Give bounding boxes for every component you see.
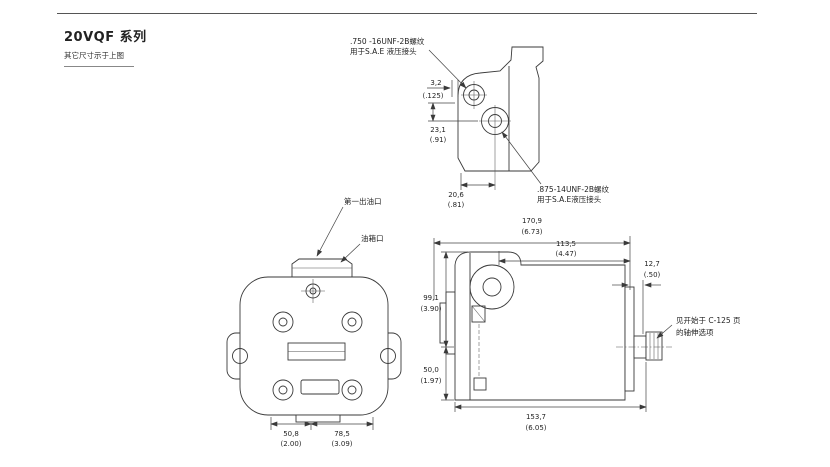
dim-flange-offset-in: (.50) xyxy=(644,271,661,279)
dim-height-bottom-mm: 50,0 xyxy=(423,366,439,374)
page-title: 20VQF 系列 xyxy=(64,30,147,45)
dim-body-length-mm: 113,5 xyxy=(556,240,576,248)
cover-bolt-hole-inner xyxy=(347,385,357,395)
page-subtitle: 其它尺寸示于上图 xyxy=(64,50,134,67)
pump-front-view: 第一出油口 油箱口 50,8 (2.00) 78,5 (3.09) xyxy=(226,196,402,448)
first-outlet-label: 第一出油口 xyxy=(344,196,382,206)
dim-height-bottom: 50,0 (1.97) xyxy=(420,346,454,401)
dim-front-right-mm: 78,5 xyxy=(334,430,350,438)
dim-port-offset-in: (.125) xyxy=(422,92,443,100)
dim-flange-offset: 12,7 (.50) xyxy=(612,260,661,334)
shaft-note-line1: 见开始于 C-125 页 xyxy=(676,315,741,325)
ear-bolt-hole-left xyxy=(232,348,248,364)
label-first-outlet: 第一出油口 xyxy=(316,196,382,257)
dim-base-length-mm: 153,7 xyxy=(526,413,546,421)
dim-front-left-in: (2.00) xyxy=(280,440,301,448)
rear-port-face xyxy=(445,291,456,355)
cover-bolt-hole-inner xyxy=(278,317,288,327)
dim-flange-offset-mm: 12,7 xyxy=(644,260,660,268)
dim-overall-length-in: (6.73) xyxy=(521,228,542,236)
dim-port-spacing-mm: 23,1 xyxy=(430,126,446,134)
dim-front-left-mm: 50,8 xyxy=(283,430,299,438)
cover-bolt-hole-inner xyxy=(278,385,288,395)
dim-port-depth-in: (.81) xyxy=(448,201,465,209)
side-body-outline xyxy=(454,251,626,401)
bottom-tab xyxy=(295,414,341,423)
leader-line xyxy=(428,49,467,89)
dim-height-bottom-in: (1.97) xyxy=(420,377,441,385)
leader-line xyxy=(501,131,542,185)
cover-bolt-hole xyxy=(341,311,363,333)
dim-port-offset-mm: 3,2 xyxy=(430,79,441,87)
ear-bolt-hole-right xyxy=(380,348,396,364)
thread-note-bottom: .875-14UNF-2B螺纹 用于S.A.E液压接头 xyxy=(501,131,609,204)
leader-line xyxy=(316,206,344,257)
dim-front-bottom: 50,8 (2.00) 78,5 (3.09) xyxy=(270,417,374,448)
tank-port-label: 油箱口 xyxy=(361,233,384,243)
inlet-flange-inner xyxy=(482,277,502,297)
dim-height-top-in: (3.90) xyxy=(420,305,441,313)
thread-note-top: .750 -16UNF-2B螺纹 用于S.A.E 液压接头 xyxy=(350,36,467,89)
dim-port-depth: 20,6 (.81) xyxy=(448,173,496,209)
dim-port-offset: 3,2 (.125) xyxy=(422,79,459,100)
side-detail-block-lower xyxy=(473,377,487,391)
cover-bolt-hole xyxy=(341,379,363,401)
dim-port-spacing-in: (.91) xyxy=(430,136,447,144)
thread-note-bottom-line1: .875-14UNF-2B螺纹 xyxy=(537,184,609,194)
front-flange xyxy=(624,286,635,392)
thread-note-top-line2: 用于S.A.E 液压接头 xyxy=(350,46,417,56)
port-detail-view: 3,2 (.125) 23,1 (.91) 20,6 (.81) .750 -1… xyxy=(350,36,609,209)
thread-note-bottom-line2: 用于S.A.E液压接头 xyxy=(537,194,602,204)
dim-body-length: 113,5 (4.47) xyxy=(498,240,631,265)
cover-bolt-hole-inner xyxy=(347,317,357,327)
inlet-flange-circle xyxy=(469,264,515,310)
shaft-option-note: 见开始于 C-125 页 的轴伸选项 xyxy=(656,315,741,339)
side-detail-diagonal xyxy=(471,305,486,323)
pump-side-view: 170,9 (6.73) 113,5 (4.47) 12,7 (.50) xyxy=(420,217,741,432)
dim-base-length-in: (6.05) xyxy=(525,424,546,432)
cover-bolt-hole xyxy=(272,379,294,401)
leader-line xyxy=(340,243,361,263)
dim-height-top-mm: 99,1 xyxy=(423,294,439,302)
label-tank-port: 油箱口 xyxy=(340,233,384,263)
dim-port-spacing: 23,1 (.91) xyxy=(428,102,478,144)
dim-overall-length-mm: 170,9 xyxy=(522,217,542,225)
dim-port-depth-mm: 20,6 xyxy=(448,191,464,199)
top-rule xyxy=(57,13,757,14)
bottom-port xyxy=(300,379,340,395)
cover-bolt-hole xyxy=(272,311,294,333)
leader-line xyxy=(656,324,673,339)
shaft-note-line2: 的轴伸选项 xyxy=(676,327,714,337)
side-detail-block xyxy=(471,305,486,323)
dim-base-length: 153,7 (6.05) xyxy=(454,362,647,432)
dim-front-right-in: (3.09) xyxy=(331,440,352,448)
thread-note-top-line1: .750 -16UNF-2B螺纹 xyxy=(350,36,425,46)
dim-body-length-in: (4.47) xyxy=(555,250,576,258)
